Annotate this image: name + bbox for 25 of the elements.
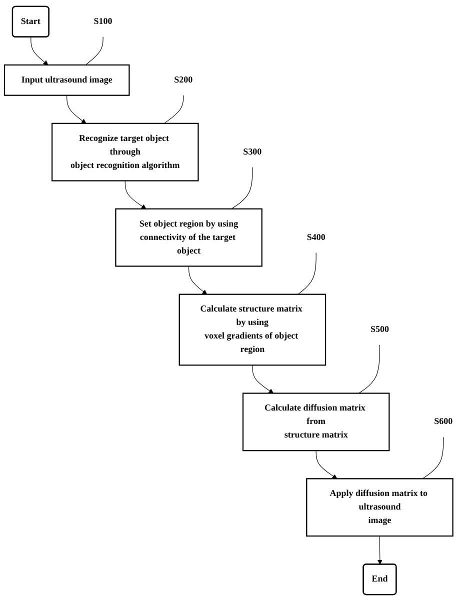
connector: [422, 436, 444, 479]
connector: [231, 167, 253, 210]
connector: [85, 36, 104, 66]
arrow: [30, 36, 48, 66]
node-box: Set object region by using connectivity of the target object: [115, 208, 262, 267]
connector: [358, 344, 380, 394]
node-box: Calculate diffusion matrix from structure matrix: [242, 392, 390, 452]
connector: [298, 252, 316, 295]
node-text: S100: [94, 16, 112, 26]
arrow: [377, 536, 382, 565]
node-text: S200: [174, 75, 193, 85]
arrow: [66, 95, 86, 124]
arrow: [188, 266, 208, 295]
arrow: [316, 450, 338, 479]
node-box: Apply diffusion matrix to ultrasound image: [306, 478, 454, 537]
node-text: S500: [370, 324, 389, 334]
connector: [164, 95, 184, 124]
node-text: S400: [306, 232, 326, 242]
node-text: S300: [243, 147, 262, 157]
node-text: S600: [434, 416, 453, 426]
arrow: [124, 180, 146, 210]
node-box: Recognize target object through object recognition algorithm: [52, 122, 199, 182]
node-box: Calculate structure matrix by using voxel gradients of object region: [178, 294, 326, 366]
arrow: [252, 364, 274, 394]
node-box: Input ultrasound image: [4, 64, 130, 96]
